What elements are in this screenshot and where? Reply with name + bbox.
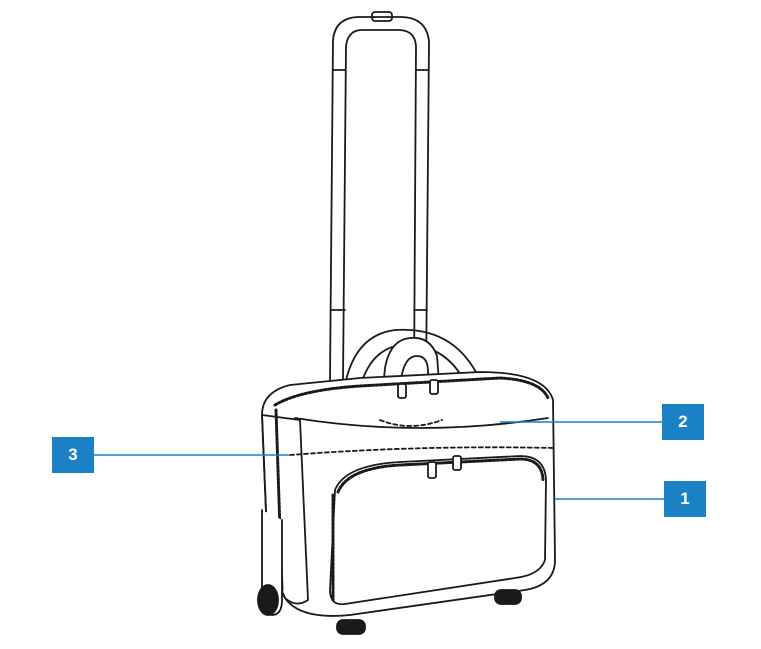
callout-3-label: 3 bbox=[68, 445, 78, 464]
callout-2: 2 bbox=[662, 404, 704, 440]
front-pocket bbox=[329, 455, 547, 606]
callout-1-label: 1 bbox=[680, 489, 690, 508]
leader-lines bbox=[94, 421, 664, 500]
bag-body bbox=[261, 371, 556, 617]
callout-2-label: 2 bbox=[678, 412, 688, 431]
trolley-handle bbox=[329, 11, 430, 381]
callout-3: 3 bbox=[52, 437, 94, 473]
rolling-laptop-bag-icon bbox=[257, 11, 556, 635]
wheels bbox=[257, 509, 522, 635]
zipper-pulls bbox=[397, 379, 462, 479]
callout-1: 1 bbox=[664, 481, 706, 517]
